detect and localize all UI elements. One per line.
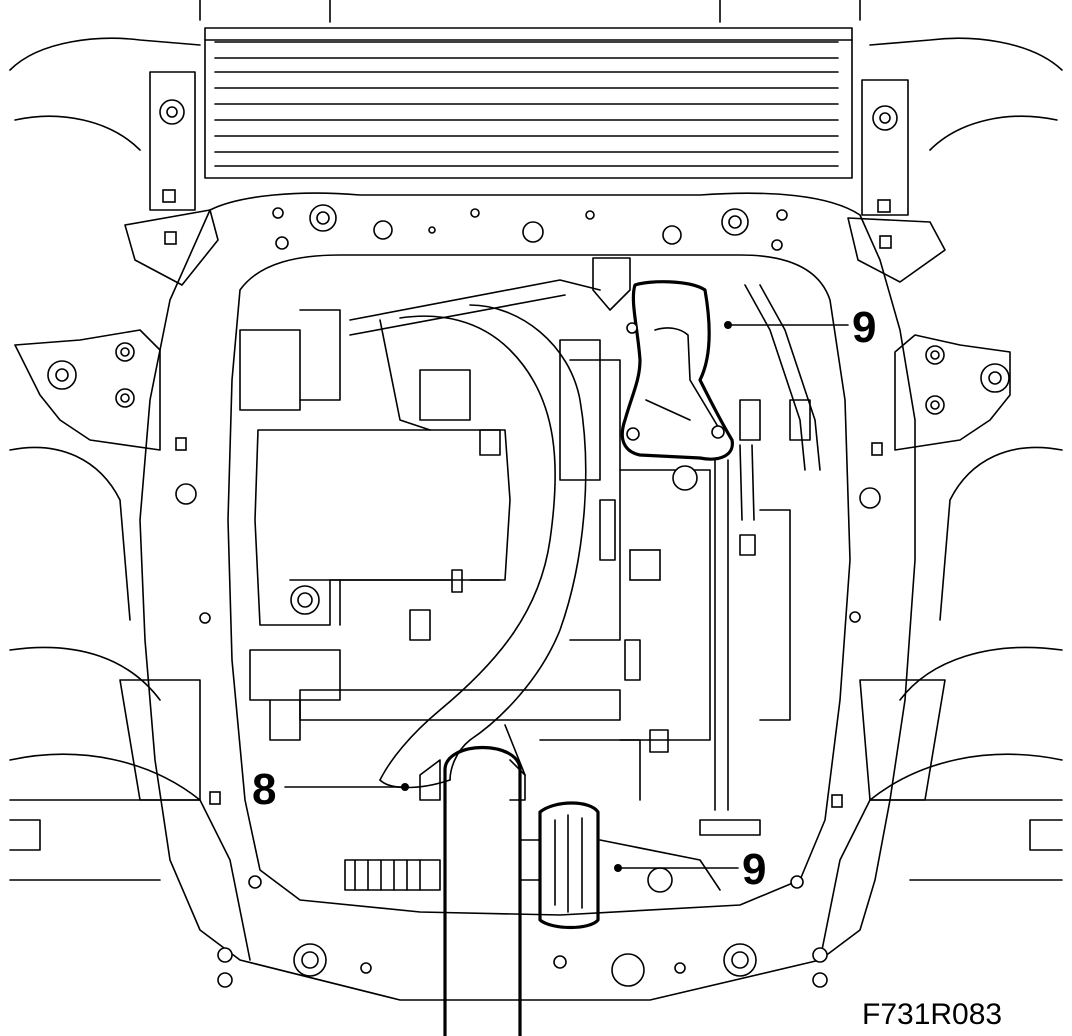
right-upper-mount	[847, 79, 946, 283]
upper-engine-mount	[592, 257, 734, 461]
exhaust-pipe	[379, 304, 587, 789]
lower-torque-mount	[519, 801, 721, 930]
callout-leaders	[284, 321, 849, 872]
lower-brackets	[119, 679, 946, 988]
exhaust-downpipe	[419, 724, 526, 1036]
left-side-bracket	[14, 329, 161, 451]
callout-9-upper: 9	[852, 303, 876, 352]
callout-8: 8	[252, 765, 276, 814]
oil-sump	[249, 429, 511, 741]
right-side-bracket	[894, 334, 1011, 451]
subframe	[139, 192, 916, 1001]
shift-cables	[714, 444, 755, 811]
radiator	[199, 0, 861, 179]
left-upper-mount	[124, 71, 219, 286]
body-outer-lines	[9, 37, 1063, 961]
figure-code: F731R083	[862, 998, 1002, 1031]
callout-9-lower: 9	[742, 845, 766, 894]
engine-top-detail	[239, 279, 821, 891]
